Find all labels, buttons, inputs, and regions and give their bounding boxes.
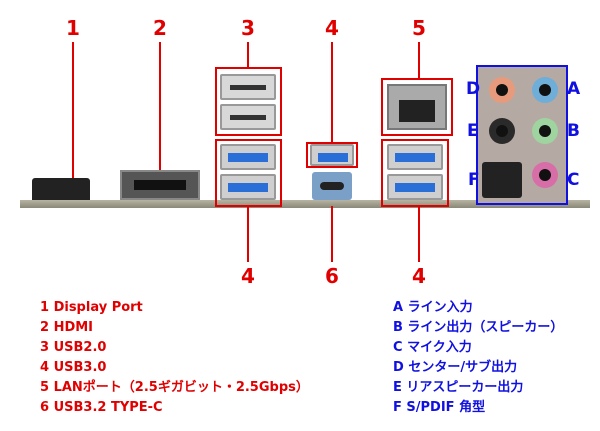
audio-label-b: B <box>567 121 580 141</box>
legend-item: 5 LANポート（2.5ギガビット・2.5Gbps） <box>40 380 309 395</box>
displayport-port <box>32 178 90 200</box>
legend-item: 3 USB2.0 <box>40 340 107 355</box>
lan-highlight <box>381 78 453 136</box>
legend-audio: A ライン入力 B ライン出力（スピーカー） C マイク入力 D センター/サブ… <box>393 298 563 418</box>
usb3-port <box>310 144 354 166</box>
label-hdmi: 2 <box>153 16 167 40</box>
pointer-line <box>72 42 74 180</box>
hdmi-port <box>120 170 200 200</box>
usb3-port <box>387 174 443 200</box>
pointer-line <box>331 42 333 142</box>
label-usb2: 3 <box>241 16 255 40</box>
usb3-port <box>220 174 276 200</box>
audio-label-d: D <box>466 79 481 99</box>
label-displayport: 1 <box>66 16 80 40</box>
audio-jack-rear-speaker <box>489 118 515 144</box>
audio-label-e: E <box>467 121 479 141</box>
legend-item: 4 USB3.0 <box>40 360 107 375</box>
legend-item: 2 HDMI <box>40 320 94 335</box>
usb3-port <box>220 144 276 170</box>
io-shield-baseline <box>20 200 590 208</box>
label-usb3-top: 4 <box>325 16 339 40</box>
label-typec: 6 <box>325 264 339 288</box>
usb2-port <box>220 104 276 130</box>
usb2-port <box>220 74 276 100</box>
pointer-line <box>418 206 420 262</box>
audio-jack-mic <box>532 162 558 188</box>
legend-item: 6 USB3.2 TYPE-C <box>40 400 163 415</box>
legend-item: A ライン入力 <box>393 300 473 315</box>
usb3-highlight-left <box>215 139 282 207</box>
pointer-line <box>159 42 161 172</box>
legend-item: E リアスピーカー出力 <box>393 380 524 395</box>
usb3-highlight-right <box>381 139 449 207</box>
legend-ports: 1 Display Port 2 HDMI 3 USB2.0 4 USB3.0 … <box>40 298 309 418</box>
pointer-line <box>418 42 420 78</box>
legend-item: B ライン出力（スピーカー） <box>393 320 564 335</box>
lan-port <box>387 84 447 130</box>
spdif-port <box>482 162 522 198</box>
pointer-line <box>331 206 333 262</box>
audio-jack-center-sub <box>489 77 515 103</box>
usb-typec-port <box>312 172 352 200</box>
label-usb3-bottom-right: 4 <box>412 264 426 288</box>
audio-label-c: C <box>567 170 580 190</box>
legend-item: 1 Display Port <box>40 300 143 315</box>
audio-label-f: F <box>468 170 480 190</box>
usb3-highlight-middle <box>306 142 358 168</box>
label-usb3-bottom-left: 4 <box>241 264 255 288</box>
pointer-line <box>247 42 249 67</box>
pointer-line <box>247 206 249 262</box>
usb2-highlight <box>215 67 282 136</box>
legend-item: C マイク入力 <box>393 340 472 355</box>
label-lan: 5 <box>412 16 426 40</box>
usb3-port <box>387 144 443 170</box>
audio-jack-line-out <box>532 118 558 144</box>
legend-item: D センター/サブ出力 <box>393 360 518 375</box>
legend-item: F S/PDIF 角型 <box>393 400 486 415</box>
audio-label-a: A <box>567 79 581 99</box>
audio-jack-line-in <box>532 77 558 103</box>
